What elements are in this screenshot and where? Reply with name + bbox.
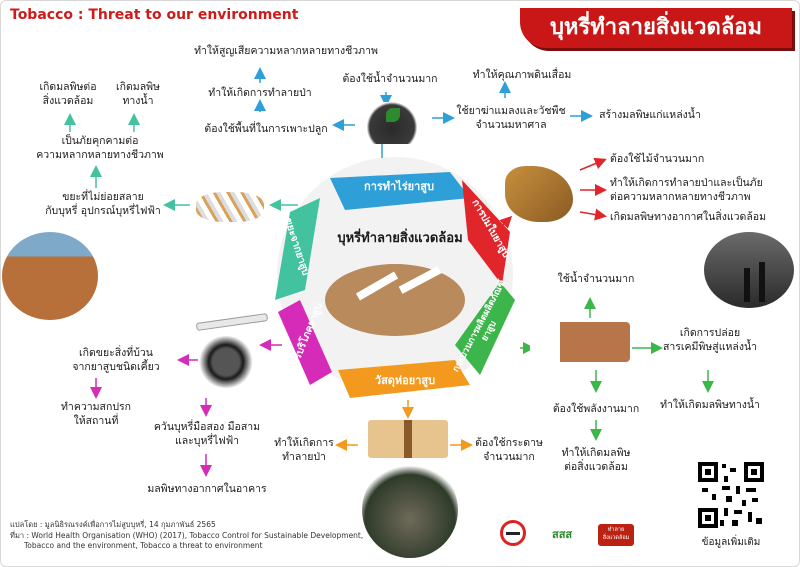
segment-packaging bbox=[338, 360, 470, 398]
segment-curing bbox=[462, 180, 510, 285]
no-smoking-logo-icon bbox=[500, 520, 526, 546]
seedling-soil-icon bbox=[360, 102, 424, 144]
manufacturing-env-pollution: ทำให้เกิดมลพิษ ต่อสิ่งแวดล้อม bbox=[561, 447, 631, 473]
cigarette-materials-icon bbox=[530, 322, 630, 362]
thaihealth-logo: สสส bbox=[552, 528, 573, 541]
cigarette-packs-icon bbox=[368, 420, 448, 458]
cultivation-water-pollution: สร้างมลพิษแก่แหล่งน้ำ bbox=[599, 109, 701, 121]
cultivation-water-use: ต้องใช้น้ำจำนวนมาก bbox=[342, 73, 438, 85]
english-title: Tobacco : Threat to our environment bbox=[10, 7, 299, 23]
polluted-water-icon bbox=[362, 462, 458, 558]
segment-disposal bbox=[275, 198, 320, 300]
factory-smoke-icon bbox=[704, 232, 794, 308]
segment-manufacturing bbox=[455, 282, 515, 375]
center-title: บุหรี่ทำลายสิ่งแวดล้อม bbox=[337, 231, 463, 246]
curing-forest-damage: ทำให้เกิดการทำลายป่าและเป็นภัย ต่อความหล… bbox=[610, 177, 763, 203]
cultivation-pesticides: ใช้ยาฆ่าแมลงและวัชพืช จำนวนมหาศาล bbox=[456, 105, 566, 131]
cultivation-land-use: ต้องใช้พื้นที่ในการเพาะปลูก bbox=[204, 123, 328, 135]
leaf-icon bbox=[386, 108, 400, 122]
chimney-icon bbox=[744, 268, 750, 302]
disposal-water-pollution: เกิดมลพิษ ทางน้ำ bbox=[116, 81, 160, 107]
consumption-indoor-air: มลพิษทางอากาศในอาคาร bbox=[147, 483, 267, 495]
consumption-unsanitary: ทำความสกปรก ให้สถานที่ bbox=[61, 401, 131, 427]
tobacco-pile-icon bbox=[325, 264, 465, 336]
packaging-deforestation: ทำให้เกิดการ ทำลายป่า bbox=[274, 437, 334, 463]
curing-air-pollution: เกิดมลพิษทางอากาศในสิ่งแวดล้อม bbox=[610, 211, 767, 223]
disposal-non-degradable: ขยะที่ไม่ย่อยสลาย กับบุหรี่ อุปกรณ์บุหรี… bbox=[45, 191, 161, 217]
segment-label-cultivation: การทำไร่ยาสูบ bbox=[364, 180, 434, 193]
cigarette-icon bbox=[355, 271, 399, 301]
disposal-biodiversity-threat: เป็นภัยคุกคามต่อ ความหลากหลายทางชีวภาพ bbox=[36, 135, 164, 161]
cultivation-soil-degradation: ทำให้คุณภาพดินเสื่อม bbox=[472, 69, 572, 81]
cigarette-butts-icon bbox=[196, 192, 264, 222]
manufacturing-energy-use: ต้องใช้พลังงานมาก bbox=[552, 403, 640, 415]
manufacturing-water-use: ใช้น้ำจำนวนมาก bbox=[557, 273, 635, 285]
cultivation-biodiversity-loss: ทำให้สูญเสียความหลากหลายทางชีวภาพ bbox=[194, 45, 378, 57]
campaign-logo-text: ทำลาย สิ่งแวดล้อม bbox=[602, 527, 630, 541]
cigarette-icon bbox=[398, 266, 442, 294]
thai-title-banner: บุหรี่ทำลายสิ่งแวดล้อม bbox=[520, 8, 792, 48]
manufacturing-water-pollution: ทำให้เกิดมลพิษทางน้ำ bbox=[660, 399, 760, 411]
ashtray-icon bbox=[198, 336, 254, 388]
cigarette-icon bbox=[506, 532, 520, 535]
consumption-smoke: ควันบุหรี่มือสอง มือสาม และบุหรี่ไฟฟ้า bbox=[153, 421, 261, 447]
segment-consumption bbox=[278, 300, 332, 385]
consumption-spit-waste: เกิดขยะสิ่งที่บ้วน จากยาสูบชนิดเคี้ยว bbox=[72, 347, 160, 373]
disposal-env-pollution: เกิดมลพิษต่อ สิ่งแวดล้อม bbox=[39, 81, 97, 107]
chimney-icon bbox=[759, 262, 765, 302]
manufacturing-chemical-release: เกิดการปล่อย สารเคมีพิษสู่แหล่งน้ำ bbox=[662, 327, 758, 353]
cracked-earth-icon bbox=[2, 232, 98, 320]
segment-label-packaging: วัสดุห่อยาสูบ bbox=[374, 374, 436, 387]
qr-code-graphic bbox=[698, 462, 764, 528]
qr-code-icon[interactable] bbox=[698, 462, 764, 528]
footer-source-2: Tobacco and the environment, Tobacco a t… bbox=[24, 541, 263, 550]
footer-translated-by: แปลโดย : มูลนิธิรณรงค์เพื่อการไม่สูบบุหร… bbox=[10, 520, 216, 529]
footer-source: ที่มา : World Health Organisation (WHO) … bbox=[10, 531, 364, 540]
campaign-logo-icon: ทำลาย สิ่งแวดล้อม bbox=[598, 524, 634, 546]
curing-wood-use: ต้องใช้ไม้จำนวนมาก bbox=[610, 153, 705, 165]
more-info-label: ข้อมูลเพิ่มเติม bbox=[701, 537, 761, 548]
thai-title: บุหรี่ทำลายสิ่งแวดล้อม bbox=[549, 15, 763, 40]
segment-cultivation bbox=[330, 172, 470, 210]
packaging-paper-use: ต้องใช้กระดาษ จำนวนมาก bbox=[475, 437, 543, 463]
cultivation-deforestation: ทำให้เกิดการทำลายป่า bbox=[208, 87, 312, 99]
